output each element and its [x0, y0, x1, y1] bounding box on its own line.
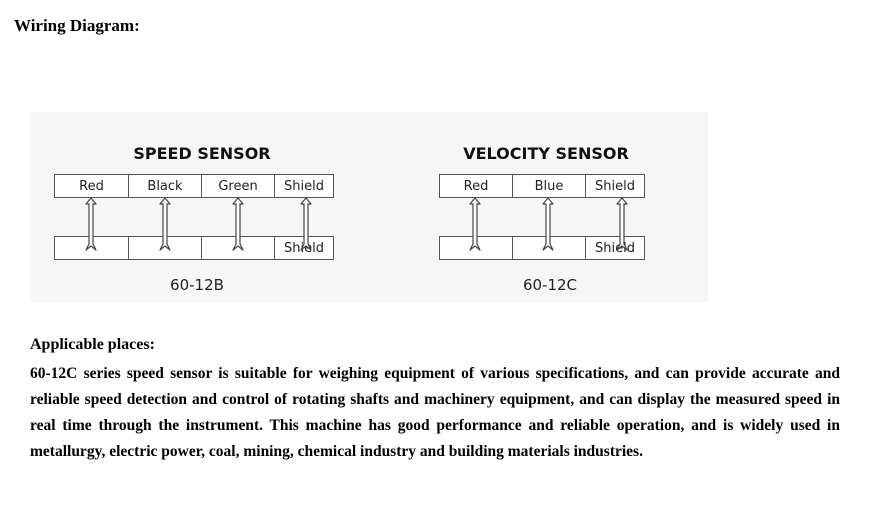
terminal-label: Red — [55, 175, 129, 197]
connector-arrow-icon — [159, 197, 171, 251]
terminal-slot — [202, 237, 275, 259]
velocity-sensor-title: VELOCITY SENSOR — [463, 144, 629, 163]
terminal-slot: Shield — [586, 237, 644, 259]
terminal-label: Blue — [513, 175, 586, 197]
connector-arrow-icon — [616, 197, 628, 251]
terminal-label: Black — [129, 175, 202, 197]
connector-arrow-icon — [300, 197, 312, 251]
terminal-slot — [440, 237, 513, 259]
velocity-sensor-bottom-terminals: Shield — [439, 236, 645, 260]
terminal-slot — [55, 237, 129, 259]
applicable-places-title: Applicable places: — [30, 336, 155, 353]
terminal-label: Red — [440, 175, 513, 197]
connector-arrow-icon — [542, 197, 554, 251]
speed-sensor-title: SPEED SENSOR — [133, 144, 271, 163]
connector-arrow-icon — [232, 197, 244, 251]
connector-arrow-icon — [85, 197, 97, 251]
terminal-label: Shield — [595, 240, 635, 256]
terminal-label: Shield — [595, 178, 635, 194]
velocity-sensor-model: 60-12C — [522, 276, 578, 294]
page-heading: Wiring Diagram: — [14, 16, 140, 35]
applicable-places-description: 60-12C series speed sensor is suitable f… — [30, 365, 840, 460]
velocity-sensor-top-terminals: Red Blue Shield — [439, 174, 645, 198]
terminal-label: Shield — [284, 178, 324, 194]
terminal-slot — [513, 237, 586, 259]
terminal-label: Green — [202, 175, 275, 197]
wiring-diagram: SPEED SENSOR Red Black Green Shield Shie… — [30, 112, 708, 302]
speed-sensor-model: 60-12B — [170, 276, 224, 294]
connector-arrow-icon — [469, 197, 481, 251]
terminal-slot — [129, 237, 202, 259]
speed-sensor-top-terminals: Red Black Green Shield — [54, 174, 334, 198]
